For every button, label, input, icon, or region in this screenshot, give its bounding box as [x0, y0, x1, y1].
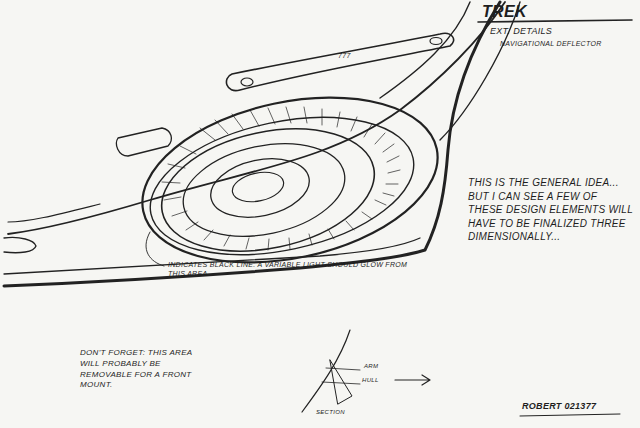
side-bracket [116, 128, 171, 156]
disc-core [230, 168, 287, 206]
signature: ROBERT 021377 [522, 400, 596, 412]
disc-ring [175, 130, 354, 250]
disc-ring [150, 111, 385, 269]
neck-strut [8, 204, 100, 222]
pylon-bar [226, 33, 453, 90]
neck-strut [380, 2, 470, 98]
deflector-rim [138, 96, 427, 277]
leader-line [146, 232, 164, 266]
section-arrow [395, 375, 430, 385]
sheet-subtitle: EXT. DETAILS [490, 25, 552, 37]
hull-line [4, 238, 420, 274]
callout-note: INDICATES BLACK LINE. A VARIABLE LIGHT S… [168, 260, 418, 279]
section-label: HULL [362, 376, 379, 384]
section-sketch [330, 360, 352, 404]
sheet-title: TREK [482, 1, 527, 23]
section-label: SECTION [316, 408, 345, 416]
section-label: ARM [364, 362, 378, 370]
striations [162, 107, 400, 250]
disc-ring [205, 150, 314, 226]
strut-end [4, 237, 36, 252]
pylon-end [241, 78, 253, 86]
sheet-subtitle: NAVIGATIONAL DEFLECTOR [500, 39, 602, 48]
title-underline [478, 20, 632, 22]
section-sketch [322, 368, 360, 384]
hull-marking: 777 [338, 51, 351, 60]
design-note: THIS IS THE GENERAL IDEA... BUT I CAN SE… [468, 176, 634, 244]
pylon-end [430, 38, 442, 45]
neck-strut [8, 2, 505, 234]
deflector-housing [127, 73, 453, 288]
hull-line [4, 2, 500, 286]
signature-line [520, 414, 620, 416]
section-sketch [302, 330, 350, 412]
reminder-note: DON'T FORGET: THIS AREA WILL PROBABLY BE… [80, 348, 210, 391]
